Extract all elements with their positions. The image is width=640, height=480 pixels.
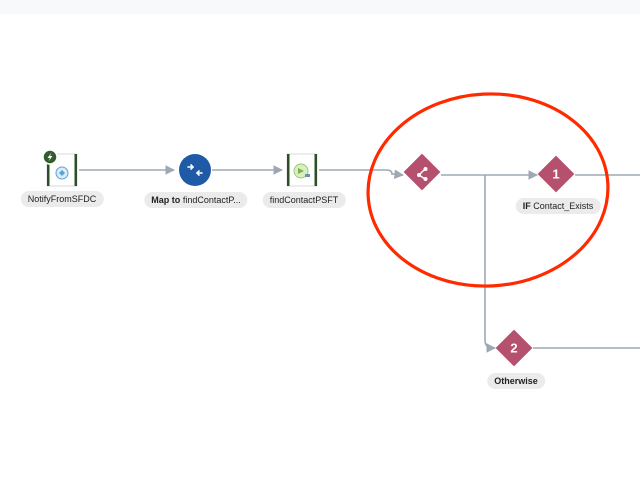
branch-1-node[interactable]: 1 (537, 155, 575, 193)
branch-1-number: 1 (552, 167, 559, 182)
branch-1-label[interactable]: IF Contact_Exists (515, 198, 601, 214)
connector-invoke-switch (319, 169, 404, 179)
highlight-ellipse (366, 92, 610, 288)
top-bar (0, 0, 640, 14)
branch-2-label[interactable]: Otherwise (487, 373, 545, 389)
map-label-prefix: Map to (151, 195, 181, 205)
invoke-node[interactable] (286, 153, 318, 187)
branch-2-node[interactable]: 2 (495, 329, 533, 367)
branch-2-number: 2 (510, 341, 517, 356)
trigger-node[interactable] (42, 149, 78, 187)
connector-switch-branch2 (484, 175, 496, 353)
invoke-label[interactable]: findContactPSFT (262, 192, 346, 208)
map-icon (187, 164, 203, 176)
map-label[interactable]: Map to findContactP... (144, 192, 248, 208)
branch-1-label-prefix: IF (522, 201, 531, 211)
switch-node[interactable] (403, 153, 441, 191)
invoke-icon (293, 163, 310, 179)
trigger-icon (55, 166, 69, 180)
map-label-text: findContactP... (182, 195, 241, 205)
branch-1-label-text: Contact_Exists (533, 201, 594, 211)
lightning-icon (42, 149, 58, 165)
switch-icon (417, 166, 428, 181)
trigger-label[interactable]: NotifyFromSFDC (20, 191, 104, 207)
map-node[interactable] (179, 154, 211, 186)
